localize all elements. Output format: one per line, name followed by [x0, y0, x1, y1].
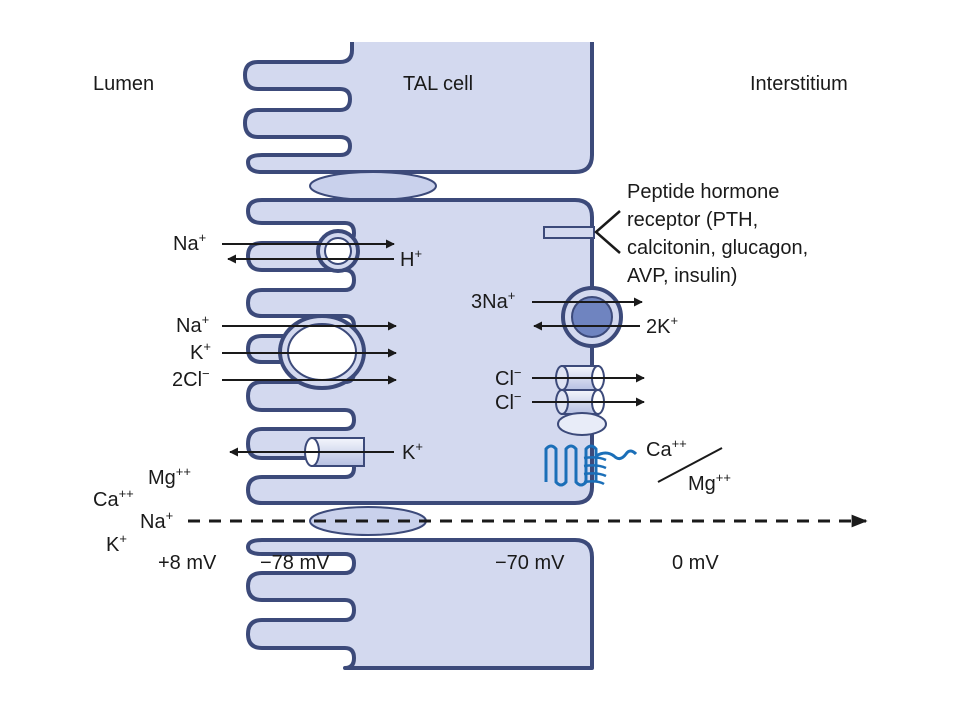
ion-label-nhe-na: Na+ — [173, 230, 206, 255]
ion-label-para-ca: Ca++ — [93, 486, 134, 511]
ion-label-para-na: Na+ — [140, 508, 173, 533]
tight-junction-upper — [309, 171, 437, 201]
nhe-exchanger — [316, 229, 360, 273]
receptor-label: Peptide hormone receptor (PTH, calcitoni… — [627, 181, 814, 287]
ion-label-casr-ca: Ca++ — [646, 436, 687, 461]
ion-label-casr-mg: Mg++ — [688, 470, 731, 495]
upper-neighbor-cell — [243, 42, 594, 174]
region-label-interstitium: Interstitium — [750, 73, 848, 95]
peptide-hormone-receptor — [543, 210, 621, 254]
ion-label-nhe-h: H+ — [400, 246, 422, 271]
ca-mg-divider — [657, 447, 723, 483]
voltage-apical: −78 mV — [260, 552, 330, 574]
na-k-atpase-pump — [561, 286, 623, 348]
region-label-cell: TAL cell — [403, 73, 473, 95]
ion-label-nkcc-na: Na+ — [176, 312, 209, 337]
lower-neighbor-cell — [246, 538, 594, 670]
receptor-label-line-4: AVP, insulin) — [627, 265, 737, 287]
ion-label-nkcc-k: K+ — [190, 339, 211, 364]
region-label-lumen: Lumen — [93, 73, 154, 95]
receptor-label-line-3: calcitonin, glucagon, — [627, 237, 808, 259]
casr-receptor — [544, 444, 638, 487]
receptor-label-line-1: Peptide hormone — [627, 181, 779, 203]
voltage-lumen: +8 mV — [158, 552, 217, 574]
ion-label-pump-k: 2K+ — [646, 313, 678, 338]
voltage-basolateral: −70 mV — [495, 552, 565, 574]
ion-label-clc-1: Cl− — [495, 365, 521, 390]
receptor-label-line-2: receptor (PTH, — [627, 209, 758, 231]
ion-label-clc-2: Cl− — [495, 389, 521, 414]
transport-arrows — [188, 239, 868, 528]
voltage-interstitium: 0 mV — [672, 552, 719, 574]
ion-label-romk-k: K+ — [402, 439, 423, 464]
ion-label-pump-na: 3Na+ — [471, 288, 515, 313]
ion-label-nkcc-cl: 2Cl− — [172, 366, 210, 391]
ion-label-para-mg: Mg++ — [148, 464, 191, 489]
barttin-subunit — [557, 412, 607, 436]
ion-label-para-k: K+ — [106, 531, 127, 556]
